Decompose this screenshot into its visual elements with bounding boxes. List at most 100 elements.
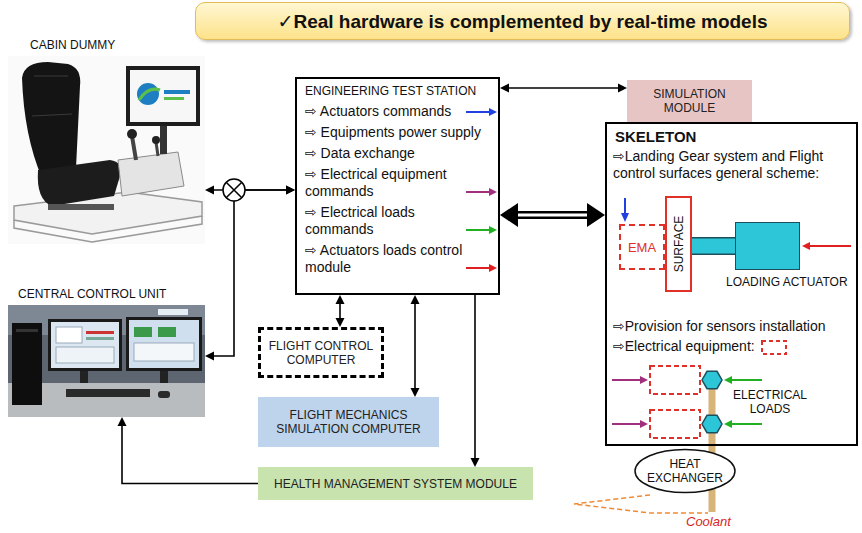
skeleton-drawing-part: [810, 245, 851, 247]
connector-line: [339, 302, 341, 320]
skeleton-drawing-part: [650, 410, 700, 438]
control-unit-photo-part: [51, 322, 119, 368]
cabin-photo-part: [22, 62, 80, 178]
cabin-photo-part: [139, 89, 160, 100]
signal-arrow-part: [489, 226, 497, 234]
photo-node: CENTRAL CONTROL UNIT: [8, 305, 205, 417]
skeleton-drawing-part: [802, 242, 810, 250]
connector-core: [692, 239, 735, 254]
control-unit-photo-part: [86, 331, 114, 334]
station-box: ENGINEERING TEST STATION ⇨ Actuators comm…: [295, 77, 500, 295]
cabin-photo-part: [126, 66, 200, 126]
skeleton-drawing-part: [732, 423, 762, 425]
skeleton-drawing-part: [650, 366, 700, 394]
summing-junction: [223, 179, 245, 201]
connector-arrow: [500, 203, 605, 227]
medium-label: Coolant: [686, 514, 731, 529]
signal-arrow-part: [466, 111, 489, 113]
control-unit-photo-part: [86, 337, 114, 340]
loading-actuator: LOADING ACTUATOR: [735, 222, 800, 270]
ellipse-shape: [635, 449, 735, 492]
arrow-head: [336, 295, 345, 304]
connector-arrow: [336, 295, 345, 327]
cabin-photo-part: [160, 126, 167, 154]
skeleton-drawing: [574, 198, 851, 513]
skeleton-drawing-part: [624, 198, 626, 214]
list-item: ⇨Landing Gear system and Flight control …: [613, 148, 853, 182]
computer-box: FLIGHT CONTROL COMPUTER: [258, 327, 384, 378]
cabin-photo-part: [132, 136, 136, 160]
connector-arrow: [411, 295, 420, 397]
cabin-photo-part: [14, 216, 202, 242]
arrow-head: [587, 203, 605, 227]
list-item: ⇨Provision for sensors installation: [613, 318, 853, 335]
connector-arrow: [500, 84, 627, 93]
control-unit-photo-part: [158, 391, 170, 398]
connector-line: [507, 87, 620, 89]
module-box: SIMULATION MODULE: [627, 80, 752, 122]
arrow-head: [286, 186, 295, 195]
signal-arrow-part: [489, 188, 497, 196]
control-unit-photo-part: [158, 327, 176, 337]
arrow-head: [471, 458, 480, 467]
control-unit-photo-part: [160, 371, 168, 383]
control-unit-photo-part: [8, 305, 205, 417]
skeleton-drawing-part: [612, 423, 640, 425]
cabin-photo-part: [164, 90, 190, 94]
signal-arrow-part: [466, 191, 489, 193]
connector-arrow: [471, 295, 480, 467]
control-unit-photo-part: [80, 371, 88, 383]
connector-line: [514, 211, 590, 219]
control-unit-photo-part: [16, 329, 38, 332]
cabin-photo-part: [152, 136, 160, 144]
arrow-head: [286, 186, 295, 195]
computer-box: FLIGHT MECHANICS SIMULATION COMPUTER: [258, 397, 439, 447]
connector-core: [514, 214, 590, 217]
control-unit-photo-part: [56, 327, 82, 343]
arrow-head: [118, 417, 127, 426]
skeleton-drawing-part: [732, 379, 762, 381]
box-label: FLIGHT MECHANICS SIMULATION COMPUTER: [262, 408, 435, 436]
list-item: ⇨Electrical equipment:: [613, 338, 853, 355]
control-unit-photo-part: [66, 389, 150, 397]
connector-arrow: [118, 417, 259, 484]
connector-line: [692, 237, 735, 255]
module-box: HEALTH MANAGEMENT SYSTEM MODULE: [258, 467, 533, 500]
control-unit-photo: [8, 305, 205, 417]
heat-exchanger-ellipse: HEAT EXCHANGER: [634, 448, 736, 494]
arrow-head: [336, 318, 345, 327]
part-label: LOADING ACTUATOR: [726, 275, 848, 289]
control-unit-photo-part: [129, 320, 199, 368]
skeleton-drawing-part: [621, 213, 629, 222]
cabin-photo-part: [137, 83, 159, 105]
cabin-photo: [8, 56, 205, 244]
summing-junction-part: [226, 182, 242, 198]
photo-heading: CABIN DUMMY: [30, 38, 115, 52]
box-heading: SKELETON: [615, 128, 696, 146]
skeleton-drawing-part: [702, 371, 722, 388]
control-unit-photo-part: [56, 347, 114, 363]
control-unit-photo-part: [12, 323, 42, 405]
box-label: FLIGHT CONTROL COMPUTER: [265, 339, 377, 367]
summing-junction-part: [223, 179, 245, 201]
actuator-rod: [692, 246, 735, 247]
banner-title: ✓Real hardware is complemented by real-t…: [277, 10, 767, 33]
control-unit-photo-part: [134, 343, 194, 361]
arrow-head: [411, 388, 420, 397]
signal-arrow-part: [489, 264, 497, 272]
cabin-photo-part: [32, 76, 72, 116]
list-item: ⇨ Electrical loads commands: [305, 204, 455, 238]
cabin-photo-part: [127, 129, 137, 139]
skeleton-drawing-part: [574, 495, 708, 513]
arrow-head: [411, 295, 420, 304]
cabin-photo-part: [156, 142, 158, 156]
arrow-head: [205, 186, 214, 195]
box-heading: ENGINEERING TEST STATION: [305, 84, 490, 99]
list-item: ⇨ Actuators commands: [305, 103, 490, 120]
cabin-photo-part: [164, 97, 184, 100]
skeleton-drawing-part: [640, 420, 648, 428]
skeleton-box: SKELETON ⇨Landing Gear system and Flight …: [605, 122, 858, 446]
list-item: ⇨ Data exchange: [305, 145, 490, 162]
signal-arrow-part: [466, 267, 489, 269]
